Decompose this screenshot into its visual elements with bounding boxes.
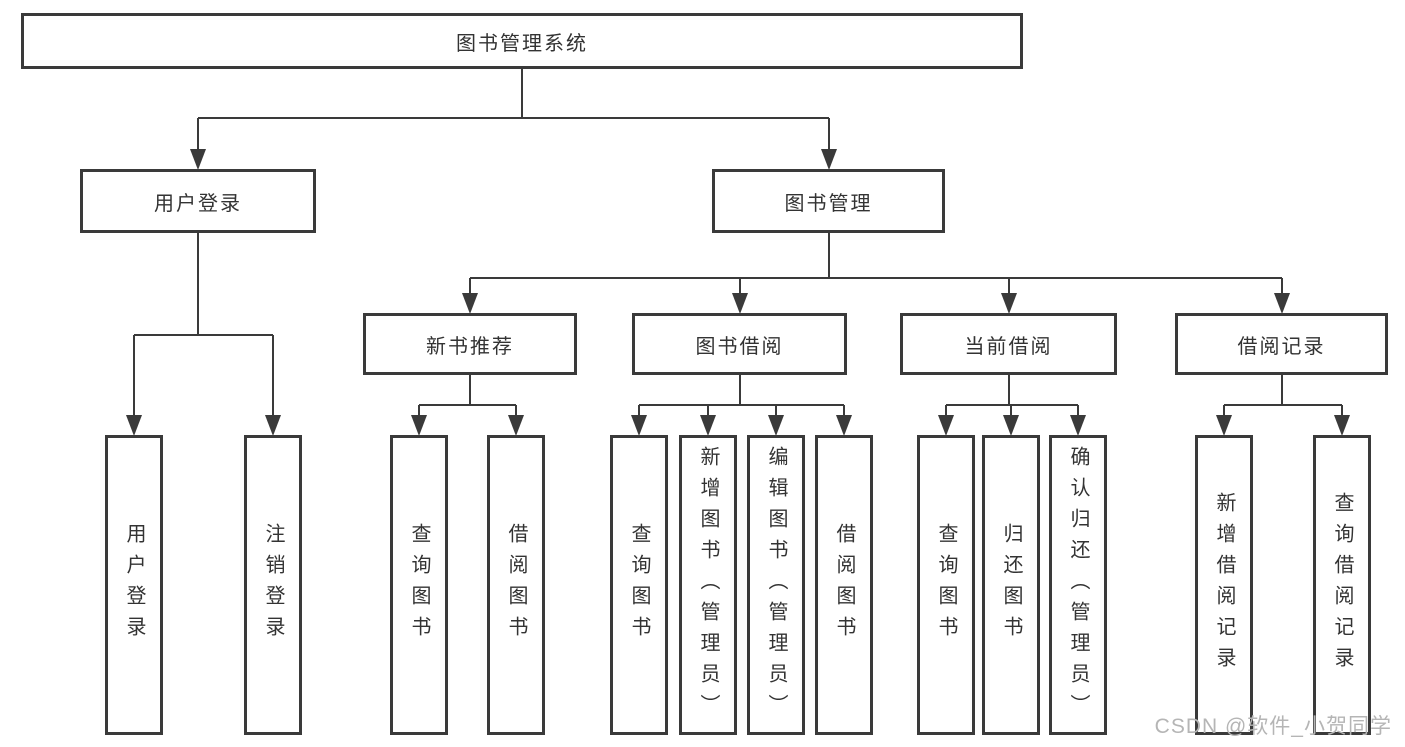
node-label-book-mgmt: 图书管理 [784, 192, 873, 215]
node-book-borrow: 图书借阅 [632, 313, 847, 375]
node-user-login: 用户登录 [80, 169, 316, 233]
node-root: 图书管理系统 [21, 13, 1023, 69]
arrowhead-down-icon [508, 415, 524, 436]
arrowhead-down-icon [821, 149, 837, 170]
arrowhead-down-icon [732, 293, 748, 314]
arrowhead-down-icon [1216, 415, 1232, 436]
node-borrow-books-leaf: 借阅图书 [815, 435, 873, 735]
node-label-current-borrow: 当前借阅 [964, 335, 1053, 358]
node-query-books-borrow: 查询图书 [610, 435, 668, 735]
node-query-books-rec: 查询图书 [390, 435, 448, 735]
node-label-borrow-books-rec: 借阅图书 [505, 523, 527, 647]
arrowhead-down-icon [1274, 293, 1290, 314]
node-label-query-borrow-record: 查询借阅记录 [1331, 492, 1353, 678]
node-confirm-return: 确认归还（管理员） [1049, 435, 1107, 735]
node-label-edit-books: 编辑图书（管理员） [765, 445, 787, 725]
node-login-leaf: 用户登录 [105, 435, 163, 735]
node-logout-leaf: 注销登录 [244, 435, 302, 735]
node-add-borrow-record: 新增借阅记录 [1195, 435, 1253, 735]
node-label-add-books: 新增图书（管理员） [697, 445, 719, 725]
arrowhead-down-icon [768, 415, 784, 436]
node-label-return-books: 归还图书 [1000, 523, 1022, 647]
node-borrow-records: 借阅记录 [1175, 313, 1388, 375]
node-label-query-books-current: 查询图书 [935, 523, 957, 647]
arrowhead-down-icon [190, 149, 206, 170]
node-label-new-book-rec: 新书推荐 [426, 335, 514, 358]
node-query-books-current: 查询图书 [917, 435, 975, 735]
node-return-books: 归还图书 [982, 435, 1040, 735]
node-add-books: 新增图书（管理员） [679, 435, 737, 735]
csdn-watermark: CSDN @软件_小贺同学 [1154, 715, 1392, 738]
node-label-add-borrow-record: 新增借阅记录 [1213, 492, 1235, 678]
node-label-root: 图书管理系统 [456, 32, 588, 55]
arrowhead-down-icon [631, 415, 647, 436]
node-edit-books: 编辑图书（管理员） [747, 435, 805, 735]
node-label-borrow-records: 借阅记录 [1237, 335, 1326, 358]
arrowhead-down-icon [411, 415, 427, 436]
arrowhead-down-icon [265, 415, 281, 436]
node-borrow-books-rec: 借阅图书 [487, 435, 545, 735]
node-current-borrow: 当前借阅 [900, 313, 1117, 375]
node-label-query-books-rec: 查询图书 [408, 523, 430, 647]
node-label-book-borrow: 图书借阅 [695, 335, 784, 358]
node-label-logout-leaf: 注销登录 [262, 523, 284, 647]
node-label-login-leaf: 用户登录 [123, 523, 145, 647]
node-label-borrow-books-leaf: 借阅图书 [833, 523, 855, 647]
node-label-confirm-return: 确认归还（管理员） [1067, 445, 1089, 725]
arrowhead-down-icon [700, 415, 716, 436]
arrowhead-down-icon [1003, 415, 1019, 436]
node-new-book-rec: 新书推荐 [363, 313, 577, 375]
arrowhead-down-icon [126, 415, 142, 436]
node-book-mgmt: 图书管理 [712, 169, 945, 233]
node-label-user-login: 用户登录 [154, 192, 242, 215]
arrowhead-down-icon [1334, 415, 1350, 436]
arrowhead-down-icon [938, 415, 954, 436]
node-label-query-books-borrow: 查询图书 [628, 523, 650, 647]
arrowhead-down-icon [1001, 293, 1017, 314]
arrowhead-down-icon [1070, 415, 1086, 436]
node-query-borrow-record: 查询借阅记录 [1313, 435, 1371, 735]
arrowhead-down-icon [462, 293, 478, 314]
arrowhead-down-icon [836, 415, 852, 436]
